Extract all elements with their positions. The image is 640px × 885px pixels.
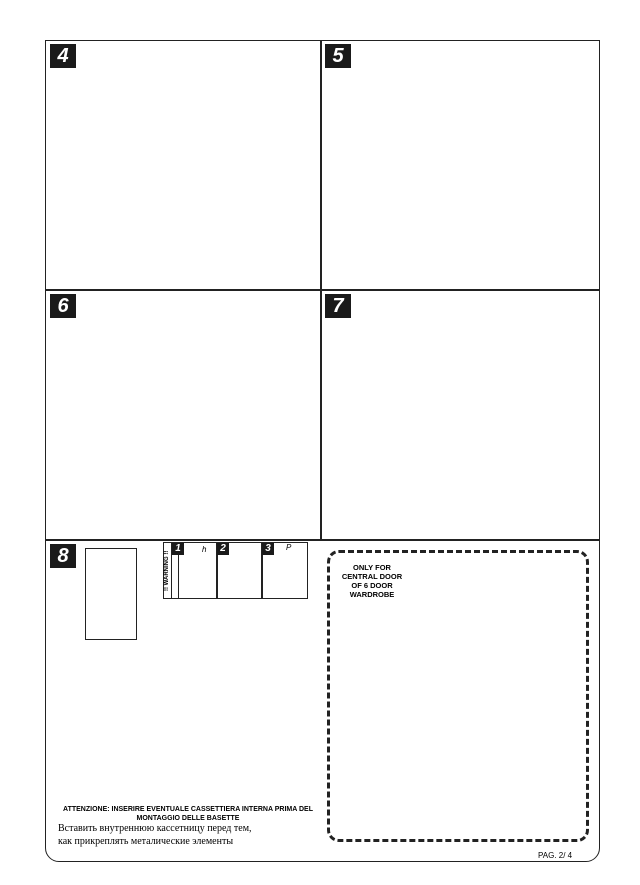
warning-step-number: 3 xyxy=(262,543,274,555)
divider xyxy=(45,289,600,291)
warning-step-number: 2 xyxy=(217,543,229,555)
russian-note-line-2: как прикреплять металические элементы xyxy=(58,836,234,847)
note-line: OF 6 DOOR xyxy=(351,581,393,590)
step-number-7: 7 xyxy=(325,294,351,318)
warning-step-number: 1 xyxy=(172,543,184,555)
part-label: h xyxy=(202,545,207,554)
note-line: ONLY FOR xyxy=(353,563,391,572)
central-door-note: ONLY FOR CENTRAL DOOR OF 6 DOOR WARDROBE xyxy=(332,563,412,599)
russian-note-line-1: Вставить внутреннюю кассетницу перед тем… xyxy=(58,823,252,834)
step-number-6: 6 xyxy=(50,294,76,318)
page-number: PAG. 2/ 4 xyxy=(538,851,573,860)
note-line: WARDROBE xyxy=(349,590,395,599)
step8-parts-box xyxy=(85,548,137,640)
divider xyxy=(45,539,600,541)
attention-note: ATTENZIONE: INSERIRE EVENTUALE CASSETTIE… xyxy=(63,806,313,822)
central-door-box xyxy=(327,550,589,842)
instruction-frame xyxy=(45,40,600,862)
step-number-5: 5 xyxy=(325,44,351,68)
note-line: CENTRAL DOOR xyxy=(341,572,403,581)
step-number-8: 8 xyxy=(50,544,76,568)
step-number-4: 4 xyxy=(50,44,76,68)
warning-step-2: 2 xyxy=(216,542,263,599)
part-label: P xyxy=(286,543,292,552)
